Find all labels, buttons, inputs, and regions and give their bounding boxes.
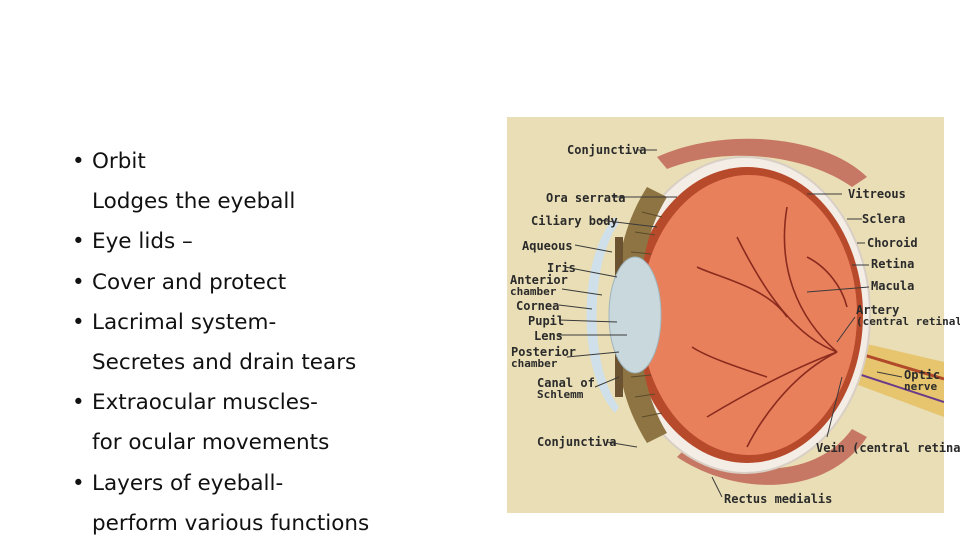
bullet-text: Lodges the eyeball — [92, 189, 296, 215]
bullet-marker: • — [72, 390, 85, 416]
bullet-marker: • — [72, 149, 85, 174]
retina — [641, 175, 857, 455]
label-vein: Vein (central retinal) — [816, 441, 960, 455]
label-ciliary-body: Ciliary body — [531, 214, 618, 228]
bullet-subtext: for ocular movements — [72, 423, 492, 463]
label-iris: Iris — [547, 261, 576, 275]
label-artery-line1: Artery — [856, 303, 900, 317]
bullet-item: • Layers of eyeball- — [72, 464, 492, 504]
label-cornea: Cornea — [516, 299, 560, 313]
eyeball-illustration — [558, 138, 944, 498]
label-conjunctiva-top: Conjunctiva — [567, 143, 647, 157]
label-aqueous: Aqueous — [522, 239, 573, 253]
label-posterior-line1: Posterior — [511, 345, 577, 359]
label-anterior-line1: Anterior — [510, 273, 568, 287]
lens — [608, 256, 662, 374]
label-macula: Macula — [871, 279, 915, 293]
label-rectus-medialis: Rectus medialis — [724, 492, 833, 506]
bullet-marker: • — [72, 470, 85, 496]
bullet-marker: • — [72, 229, 85, 255]
bullet-item: • Lacrimal system- — [72, 303, 492, 343]
label-optic-line2: nerve — [904, 380, 938, 393]
bullet-marker: • — [72, 309, 85, 335]
label-retina: Retina — [871, 257, 915, 271]
bullet-subtext: perform various functions — [72, 504, 492, 544]
leader-lines — [558, 149, 903, 498]
eye-anatomy-diagram: Conjunctiva Ora serrata Ciliary body Aqu… — [507, 117, 960, 513]
bullet-text: Extraocular muscles- — [92, 390, 318, 416]
bullet-text: for ocular movements — [92, 430, 330, 456]
bullet-subtext: Lodges the eyeball — [72, 182, 492, 222]
label-artery: Artery(central retinal) — [856, 304, 960, 328]
bullet-list: • Orbit Lodges the eyeball • Eye lids – • C… — [72, 142, 492, 544]
bullet-marker: • — [72, 269, 85, 295]
bullet-item: • Cover and protect — [72, 263, 492, 303]
bullet-subtext: Secretes and drain tears — [72, 343, 492, 383]
label-lens: Lens — [534, 329, 563, 343]
bullet-text: Cover and protect — [92, 269, 287, 295]
retinal-vessels — [691, 206, 848, 448]
label-posterior-line2: chamber — [511, 357, 558, 370]
label-sclera: Sclera — [862, 212, 906, 226]
bullet-text: Secretes and drain tears — [92, 349, 357, 375]
label-artery-line2: (central retinal) — [856, 315, 960, 328]
bullet-text: Eye lids – — [92, 229, 193, 255]
cornea — [586, 217, 619, 413]
label-anterior-line2: chamber — [510, 285, 557, 298]
label-canal-line2: Schlemm — [537, 388, 584, 401]
bullet-text: Layers of eyeball- — [92, 470, 284, 496]
label-optic-line1: Optic — [904, 368, 941, 382]
label-vitreous: Vitreous — [848, 187, 906, 201]
superior-muscle — [657, 138, 867, 187]
bullet-text: Lacrimal system- — [92, 309, 277, 335]
label-pupil: Pupil — [528, 314, 565, 328]
bullet-item: • Eye lids – — [72, 222, 492, 262]
label-canal-line1: Canal of — [537, 376, 595, 390]
bullet-text: perform various functions — [92, 510, 370, 536]
ciliary-body — [616, 187, 667, 443]
bullet-text: Orbit — [92, 149, 146, 174]
label-choroid: Choroid — [867, 236, 918, 250]
bullet-item: • Orbit — [72, 142, 492, 182]
label-conjunctiva-bottom: Conjunctiva — [537, 435, 617, 449]
bullet-item: • Extraocular muscles- — [72, 383, 492, 423]
label-ora-serrata: Ora serrata — [546, 191, 626, 205]
